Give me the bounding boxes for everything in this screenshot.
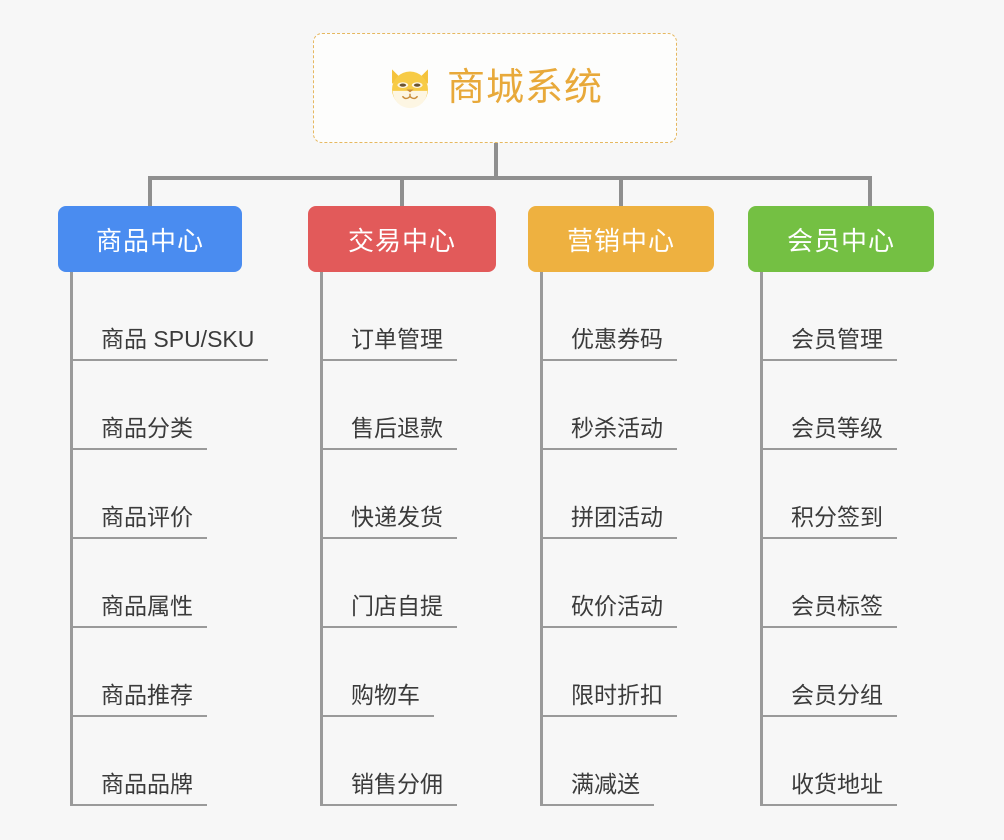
branch-items-1: 订单管理 售后退款 快递发货 门店自提 购物车 销售分佣 bbox=[320, 272, 492, 806]
list-item[interactable]: 砍价活动 bbox=[543, 539, 712, 628]
connector-bar bbox=[148, 176, 872, 180]
list-item-label: 商品品牌 bbox=[73, 771, 207, 806]
branch-header-1[interactable]: 交易中心 bbox=[308, 206, 496, 272]
connector-drop-1 bbox=[400, 176, 404, 206]
list-item-label: 会员管理 bbox=[763, 326, 897, 361]
list-item[interactable]: 订单管理 bbox=[323, 272, 492, 361]
connector-drop-2 bbox=[619, 176, 623, 206]
branch-column-1: 交易中心 订单管理 售后退款 快递发货 门店自提 购物车 销售分佣 bbox=[308, 206, 496, 806]
list-item[interactable]: 收货地址 bbox=[763, 717, 932, 806]
list-item[interactable]: 限时折扣 bbox=[543, 628, 712, 717]
branch-items-2: 优惠券码 秒杀活动 拼团活动 砍价活动 限时折扣 满减送 bbox=[540, 272, 712, 806]
branch-header-0[interactable]: 商品中心 bbox=[58, 206, 242, 272]
list-item[interactable]: 商品推荐 bbox=[73, 628, 242, 717]
list-item[interactable]: 优惠券码 bbox=[543, 272, 712, 361]
list-item-label: 商品 SPU/SKU bbox=[73, 326, 269, 361]
list-item[interactable]: 秒杀活动 bbox=[543, 361, 712, 450]
branch-column-0: 商品中心 商品 SPU/SKU 商品分类 商品评价 商品属性 商品推荐 商品品牌 bbox=[58, 206, 269, 806]
list-item-label: 拼团活动 bbox=[543, 504, 677, 539]
list-item-label: 商品属性 bbox=[73, 593, 207, 628]
list-item-label: 会员标签 bbox=[763, 593, 897, 628]
list-item[interactable]: 商品 SPU/SKU bbox=[73, 272, 269, 361]
list-item-label: 积分签到 bbox=[763, 504, 897, 539]
connector-stem bbox=[494, 143, 498, 179]
list-item-label: 售后退款 bbox=[323, 415, 457, 450]
list-item-label: 优惠券码 bbox=[543, 326, 677, 361]
list-item-label: 订单管理 bbox=[323, 326, 457, 361]
list-item-label: 销售分佣 bbox=[323, 771, 457, 806]
list-item[interactable]: 会员等级 bbox=[763, 361, 932, 450]
branch-items-3: 会员管理 会员等级 积分签到 会员标签 会员分组 收货地址 bbox=[760, 272, 932, 806]
list-item[interactable]: 商品分类 bbox=[73, 361, 242, 450]
list-item-label: 会员分组 bbox=[763, 682, 897, 717]
list-item[interactable]: 售后退款 bbox=[323, 361, 492, 450]
connector-drop-3 bbox=[868, 176, 872, 206]
list-item-label: 满减送 bbox=[543, 771, 654, 806]
list-item[interactable]: 商品属性 bbox=[73, 539, 242, 628]
list-item-label: 商品推荐 bbox=[73, 682, 207, 717]
list-item-label: 限时折扣 bbox=[543, 682, 677, 717]
list-item[interactable]: 购物车 bbox=[323, 628, 492, 717]
branch-header-2[interactable]: 营销中心 bbox=[528, 206, 714, 272]
branch-items-0: 商品 SPU/SKU 商品分类 商品评价 商品属性 商品推荐 商品品牌 bbox=[70, 272, 269, 806]
list-item-label: 商品分类 bbox=[73, 415, 207, 450]
list-item[interactable]: 满减送 bbox=[543, 717, 712, 806]
list-item-label: 商品评价 bbox=[73, 504, 207, 539]
list-item-label: 收货地址 bbox=[763, 771, 897, 806]
root-node[interactable]: 商城系统 bbox=[313, 33, 677, 143]
list-item[interactable]: 会员标签 bbox=[763, 539, 932, 628]
list-item[interactable]: 会员分组 bbox=[763, 628, 932, 717]
connector-drop-0 bbox=[148, 176, 152, 206]
branch-column-3: 会员中心 会员管理 会员等级 积分签到 会员标签 会员分组 收货地址 bbox=[748, 206, 934, 806]
root-title: 商城系统 bbox=[446, 67, 603, 109]
list-item[interactable]: 商品品牌 bbox=[73, 717, 242, 806]
list-item[interactable]: 快递发货 bbox=[323, 450, 492, 539]
list-item-label: 砍价活动 bbox=[543, 593, 677, 628]
list-item[interactable]: 拼团活动 bbox=[543, 450, 712, 539]
branch-header-3[interactable]: 会员中心 bbox=[748, 206, 934, 272]
list-item[interactable]: 积分签到 bbox=[763, 450, 932, 539]
list-item-label: 会员等级 bbox=[763, 415, 897, 450]
branch-column-2: 营销中心 优惠券码 秒杀活动 拼团活动 砍价活动 限时折扣 满减送 bbox=[528, 206, 714, 806]
list-item-label: 快递发货 bbox=[323, 504, 457, 539]
list-item-label: 门店自提 bbox=[323, 593, 457, 628]
list-item-label: 秒杀活动 bbox=[543, 415, 677, 450]
shiba-dog-icon bbox=[392, 69, 428, 109]
list-item[interactable]: 商品评价 bbox=[73, 450, 242, 539]
list-item-label: 购物车 bbox=[323, 682, 434, 717]
list-item[interactable]: 销售分佣 bbox=[323, 717, 492, 806]
list-item[interactable]: 会员管理 bbox=[763, 272, 932, 361]
list-item[interactable]: 门店自提 bbox=[323, 539, 492, 628]
